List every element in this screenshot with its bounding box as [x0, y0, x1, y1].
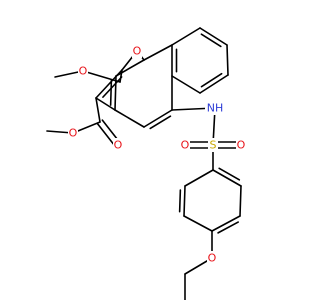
bond-line — [183, 185, 186, 217]
ester-oxygen-label: O — [69, 127, 78, 140]
bond-line — [114, 75, 117, 111]
sulfur-bg — [208, 138, 218, 152]
ether-oxygen-bg — [78, 64, 88, 78]
bond-line — [119, 69, 123, 83]
ester-oxygen-bg — [68, 126, 78, 140]
sulfonyl-oxygen-left-bg — [180, 138, 190, 152]
ethoxy-oxygen-label: O — [208, 252, 217, 265]
bond-line — [171, 75, 201, 94]
bond-line — [149, 115, 172, 130]
bond-line — [143, 44, 173, 61]
sulfur-label: S — [210, 139, 217, 152]
sulfonyl-oxygen-right-bg — [236, 138, 246, 152]
bond-line — [218, 167, 241, 181]
bond-line — [171, 27, 201, 46]
atom-label-layer: O O O O NH S O O O — [68, 44, 246, 265]
ether-oxygen-label: O — [79, 65, 88, 78]
bond-line — [114, 109, 145, 128]
bond-line — [178, 189, 182, 213]
amine-bg — [205, 101, 225, 115]
bond-line — [199, 27, 228, 46]
bond-line — [212, 169, 242, 187]
bond-line — [82, 70, 121, 83]
sulfonyl-oxygen-left-label: O — [181, 139, 190, 152]
bond-line — [199, 74, 229, 94]
ethoxy-oxygen-bg — [207, 251, 217, 265]
bond-line — [143, 109, 173, 128]
sulfonyl-oxygen-right-label: O — [237, 139, 246, 152]
amine-label: NH — [207, 102, 224, 115]
furan-oxygen-bg — [132, 44, 142, 58]
furan-oxygen-label: O — [133, 45, 142, 58]
bond-line — [184, 169, 214, 187]
bond-line — [95, 97, 116, 111]
bond-line — [200, 33, 222, 48]
bond-line — [95, 69, 123, 99]
bond-line — [211, 215, 241, 232]
bond-line — [226, 44, 229, 76]
molecule-structure: O O O O NH S O O O — [46, 27, 246, 300]
bond-line — [109, 79, 113, 106]
bond-line — [200, 72, 223, 88]
bond-line — [102, 76, 123, 98]
carbonyl-oxygen-bg — [113, 138, 123, 152]
carbonyl-oxygen-label: O — [114, 139, 123, 152]
bond-line — [183, 215, 213, 232]
bond-line — [239, 185, 242, 217]
bond-line — [217, 221, 240, 234]
bond-line — [96, 123, 117, 148]
bond-line — [95, 97, 101, 123]
bond-line — [115, 59, 145, 77]
